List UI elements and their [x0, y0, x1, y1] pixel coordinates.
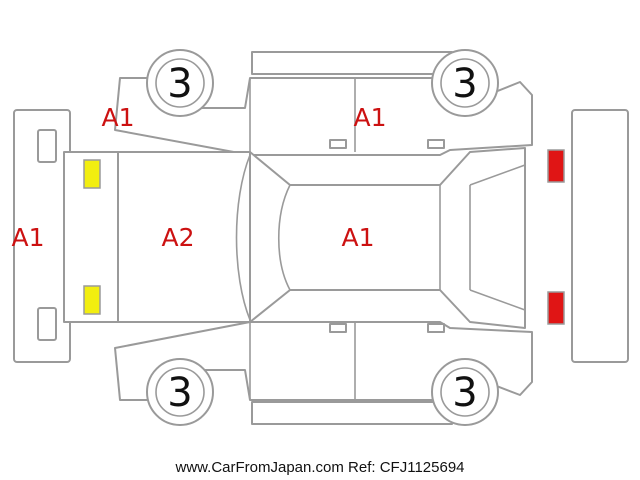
top-view-body: [63, 147, 526, 329]
footer-reference: www.CarFromJapan.com Ref: CFJ1125694: [175, 459, 465, 476]
rear-lamp-bottom: [547, 291, 565, 325]
wheel-rear-left: 3: [431, 49, 499, 117]
damage-code-bonnet: A2: [161, 223, 194, 252]
front-lamp-bottom: [83, 285, 101, 315]
wheel-rear-right: 3: [431, 358, 499, 426]
front-lamp-top: [83, 159, 101, 189]
rear-lamp-top: [547, 149, 565, 183]
wheel-front-right: 3: [146, 358, 214, 426]
wheel-front-left: 3: [146, 49, 214, 117]
tire-grade-front-right: 3: [167, 370, 192, 416]
damage-code-left-rear-door: A1: [353, 103, 386, 132]
tire-grade-rear-left: 3: [452, 61, 477, 107]
rear-bumper: [571, 109, 629, 363]
damage-code-front-left-fender: A1: [101, 103, 134, 132]
damage-code-roof: A1: [341, 223, 374, 252]
right-side-body: [114, 321, 533, 425]
tire-grade-front-left: 3: [167, 61, 192, 107]
tire-grade-rear-right: 3: [452, 370, 477, 416]
damage-code-front-bumper: A1: [11, 223, 44, 252]
